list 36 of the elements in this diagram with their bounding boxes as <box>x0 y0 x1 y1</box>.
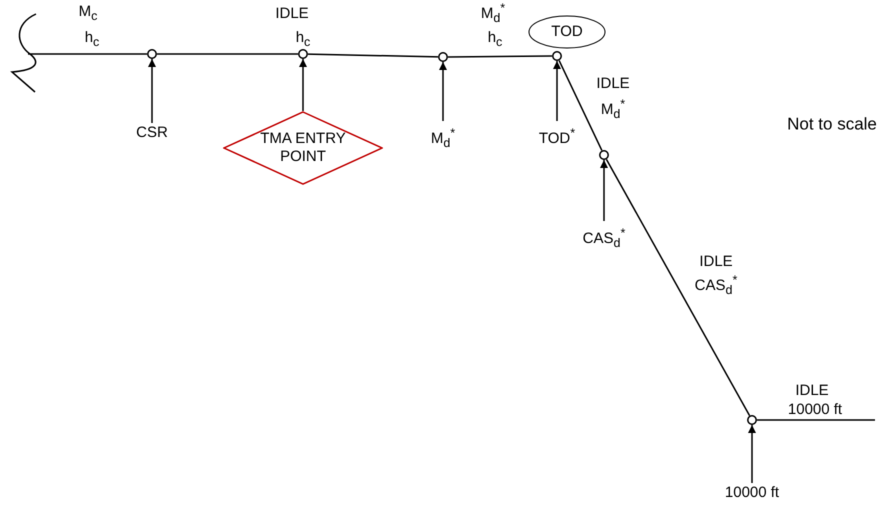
segment-label: h$_{c}$ <box>84 30 100 50</box>
segment-label: IDLE <box>596 76 630 92</box>
flight-path-line <box>157 53 298 55</box>
waypoint-marker <box>438 52 448 62</box>
segment-label: Not to scale <box>787 116 877 134</box>
point-label: CSR <box>132 123 172 143</box>
ellipse-node <box>528 15 606 49</box>
flight-path-line <box>558 60 603 151</box>
segment-label: 10000 ft <box>788 402 842 418</box>
segment-label: M$_{c}$ <box>78 4 98 24</box>
flight-path-line <box>28 53 147 55</box>
waypoint-marker <box>599 150 609 160</box>
flight-path-line <box>606 159 750 416</box>
arrow <box>439 62 447 121</box>
segment-label: h$_{c}$ <box>296 30 310 50</box>
segment-label: IDLE <box>795 382 829 400</box>
point-label: TOD$^{*}$ <box>532 121 582 145</box>
flight-path-line <box>308 53 438 58</box>
waypoint-marker <box>298 49 308 59</box>
arrow <box>748 425 756 483</box>
segment-label: IDLE <box>699 254 733 270</box>
waypoint-marker <box>747 415 757 425</box>
arrow <box>553 61 561 121</box>
arrow <box>148 59 156 123</box>
segment-label: IDLE <box>275 6 309 22</box>
flight-path-line <box>757 419 875 421</box>
segment-label: h$_{c}$ <box>488 30 502 50</box>
arrow <box>299 59 307 111</box>
decision-diamond <box>223 111 383 185</box>
flight-path-line <box>448 55 552 58</box>
waypoint-marker <box>552 51 562 61</box>
node-label: TMA ENTRY POINT <box>259 130 347 166</box>
arrow <box>600 160 608 221</box>
node-label: TOD <box>551 23 583 41</box>
waypoint-marker <box>147 49 157 59</box>
point-label: 10000 ft <box>717 483 787 503</box>
